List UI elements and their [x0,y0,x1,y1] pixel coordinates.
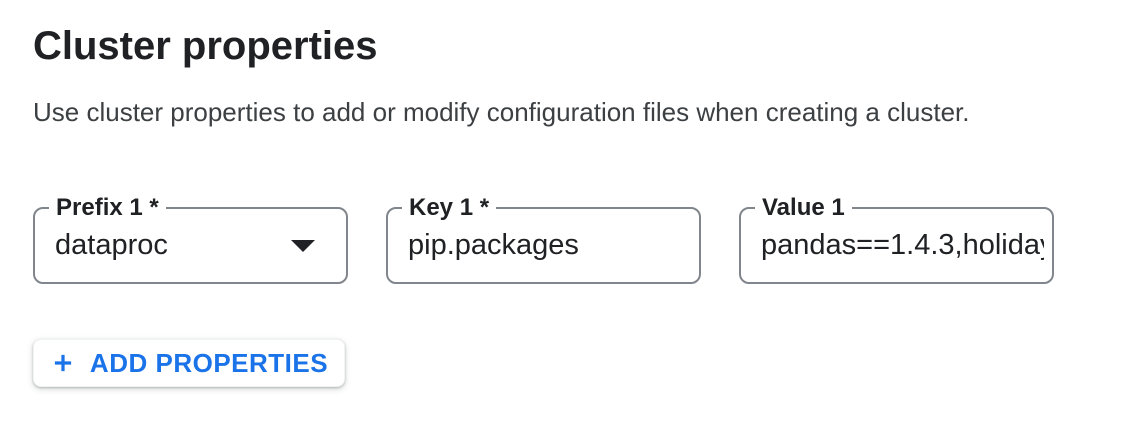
value-input[interactable] [741,209,1052,282]
value-field-group: Value 1 [739,195,1054,284]
dropdown-arrow-icon [291,239,315,252]
prefix-selected-value: dataproc [55,229,168,261]
cluster-properties-section: Cluster properties Use cluster propertie… [33,24,1122,387]
key-input[interactable] [388,209,699,282]
actions-row: ADD PROPERTIES [33,339,1122,387]
page-subtitle: Use cluster properties to add or modify … [33,97,970,127]
prefix-label: Prefix 1 * [49,195,166,221]
prefix-select[interactable]: dataproc [35,209,346,282]
prefix-field-group: Prefix 1 * dataproc [33,195,348,284]
plus-icon [54,354,72,372]
page-title: Cluster properties [33,24,378,68]
key-field-group: Key 1 * [386,195,701,284]
add-properties-label: ADD PROPERTIES [89,347,329,378]
key-label: Key 1 * [402,195,497,221]
add-properties-button[interactable]: ADD PROPERTIES [33,339,345,387]
value-label: Value 1 [755,195,852,221]
property-row: Prefix 1 * dataproc Key 1 * Value 1 [33,195,1122,284]
